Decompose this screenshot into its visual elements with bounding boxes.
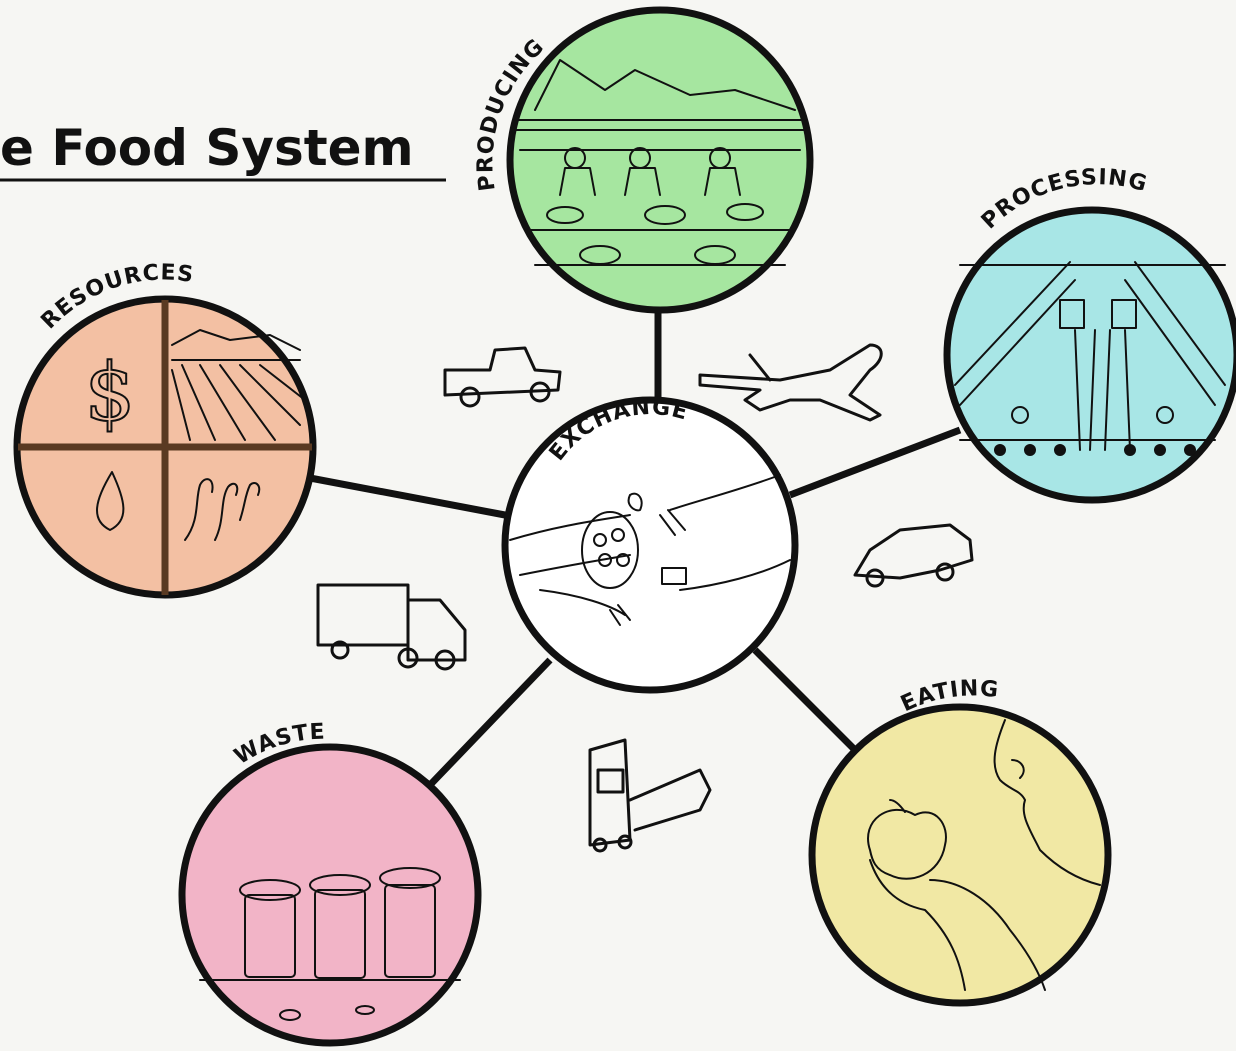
resources-node: $ RESOURCES: [13, 260, 317, 599]
processing-circle: [943, 206, 1236, 504]
semi-truck-icon: [588, 738, 712, 853]
farm-field-icon: [514, 59, 806, 266]
airplane-icon: [698, 343, 883, 422]
eating-node: EATING: [808, 676, 1112, 1007]
connector-eating: [752, 647, 858, 753]
eating-circle: [808, 703, 1112, 1007]
money-icon: $: [85, 346, 136, 439]
producing-node: PRODUCING: [473, 6, 814, 314]
exchange-node: EXCHANGE: [501, 395, 799, 694]
title-block: e Food System: [0, 119, 446, 182]
trash-cans-icon: [199, 867, 461, 1021]
conveyor-belt-icon: [954, 261, 1226, 456]
hands-exchange-icon: [509, 474, 791, 626]
connector-processing: [788, 426, 962, 499]
car-icon: [853, 523, 974, 588]
water-drop-icon: [96, 471, 125, 531]
connector-waste: [427, 657, 553, 788]
people-icon: [184, 478, 261, 541]
plowed-field-icon: [171, 329, 306, 441]
connector-resources: [309, 474, 506, 519]
producing-circle: [506, 6, 814, 314]
delivery-truck-icon: [316, 583, 467, 671]
waste-node: WASTE: [178, 719, 482, 1047]
processing-node: PROCESSING: [943, 165, 1236, 504]
connectors: [309, 310, 962, 788]
diagram-title: e Food System: [0, 119, 414, 177]
pickup-truck-icon: [443, 346, 562, 408]
exchange-circle: [501, 396, 799, 694]
person-eating-apple-icon: [867, 719, 1101, 991]
